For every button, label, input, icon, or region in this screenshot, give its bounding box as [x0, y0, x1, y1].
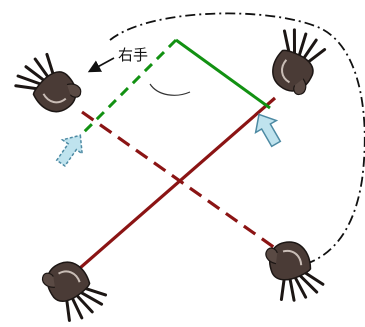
- green-dashed-line: [78, 38, 178, 138]
- annotation-label: 右手: [118, 46, 148, 64]
- hand-icon: [37, 249, 112, 327]
- hand-icon: [257, 22, 332, 100]
- orbit-arc: [109, 12, 365, 269]
- annotation-arrow: [87, 57, 115, 73]
- up-arrow-icon: [254, 113, 282, 148]
- hand-icon: [9, 47, 86, 126]
- green-solid-line: [175, 38, 271, 110]
- curved-arrow-icon: [149, 83, 191, 96]
- up-arrow-icon: [55, 134, 84, 168]
- red-solid-line: [78, 96, 277, 270]
- red-dashed-line: [81, 110, 276, 250]
